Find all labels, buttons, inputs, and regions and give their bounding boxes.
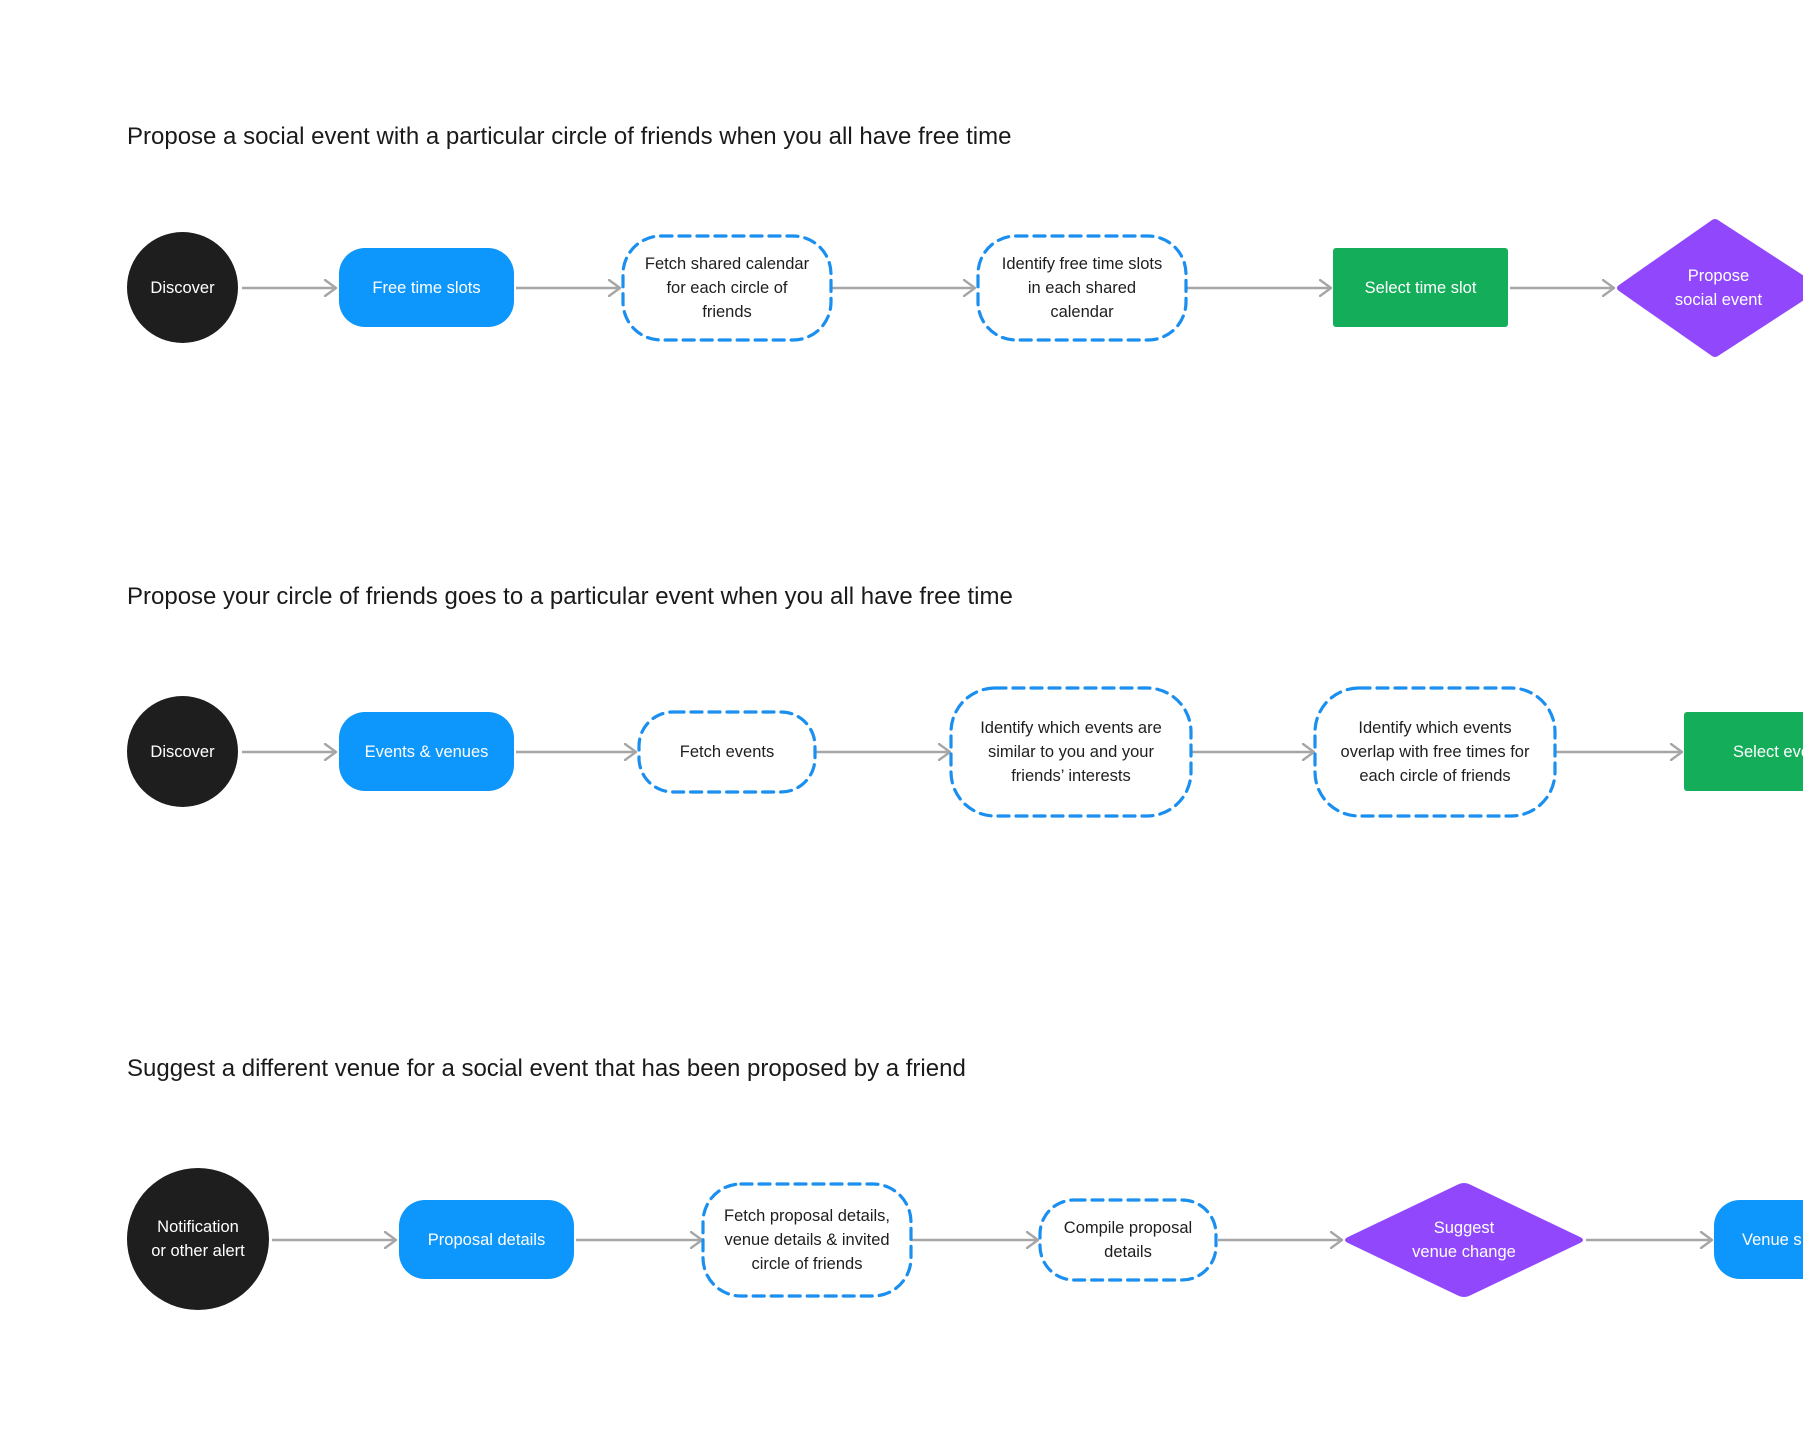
- node-label: Select eve: [1732, 742, 1803, 761]
- process-outline: [976, 234, 1188, 342]
- node-label: Proposal details: [427, 1230, 546, 1249]
- node-label: Venue s: [1742, 1230, 1802, 1249]
- process-node-identify-free-slots: Identify free time slots in each shared …: [978, 236, 1186, 340]
- node-label: Fetch proposal details, venue details & …: [723, 1207, 890, 1273]
- node-label: Compile proposal details: [1063, 1219, 1193, 1261]
- flow-1-title: Propose a social event with a particular…: [127, 123, 1012, 150]
- start-node-notification: Notification or other alert: [127, 1168, 269, 1310]
- node-label: Suggest venue change: [1412, 1219, 1516, 1261]
- process-outline: [637, 710, 817, 794]
- node-label: Fetch shared calendar for each circle of…: [644, 255, 810, 321]
- process-node-compile-proposal: Compile proposal details: [1040, 1200, 1216, 1280]
- decision-node-suggest-venue-change: Suggest venue change: [1348, 1200, 1580, 1280]
- node-label: Notification or other alert: [151, 1218, 245, 1260]
- decision-diamond: [1345, 1183, 1583, 1297]
- process-outline: [621, 234, 833, 342]
- data-node-venue-suggestions: Venue s: [1714, 1200, 1803, 1279]
- node-label: Fetch events: [679, 743, 775, 761]
- data-node-proposal-details: Proposal details: [399, 1200, 574, 1279]
- node-label: Select time slot: [1364, 278, 1477, 297]
- flow-3-title: Suggest a different venue for a social e…: [127, 1055, 966, 1082]
- decision-node-propose-social-event: Propose social event: [1619, 248, 1803, 328]
- node-label: Events & venues: [364, 742, 489, 761]
- decision-diamond: [1617, 219, 1803, 357]
- process-node-identify-overlap: Identify which events overlap with free …: [1315, 688, 1555, 816]
- flow-2-title: Propose your circle of friends goes to a…: [127, 583, 1013, 610]
- process-outline: [701, 1182, 913, 1298]
- process-node-fetch-shared-calendar: Fetch shared calendar for each circle of…: [623, 236, 831, 340]
- action-node-select-event: Select eve: [1684, 712, 1803, 791]
- decision-shapes: [1345, 219, 1803, 1297]
- process-outlines: [621, 234, 1557, 1298]
- data-node-free-time-slots: Free time slots: [339, 248, 514, 327]
- node-label: Propose social event: [1674, 267, 1763, 309]
- node-label: Discover: [150, 742, 215, 761]
- action-node-select-time-slot: Select time slot: [1333, 248, 1508, 327]
- node-label: Identify free time slots in each shared …: [1001, 255, 1163, 321]
- process-node-fetch-events: Fetch events: [639, 712, 815, 792]
- node-label: Identify which events are similar to you…: [980, 719, 1162, 785]
- data-node-events-venues: Events & venues: [339, 712, 514, 791]
- process-outline: [949, 686, 1193, 818]
- process-outline: [1313, 686, 1557, 818]
- process-node-identify-similar-events: Identify which events are similar to you…: [951, 688, 1191, 816]
- node-label: Discover: [150, 278, 215, 297]
- node-label: Identify which events overlap with free …: [1340, 719, 1530, 785]
- node-label: Free time slots: [372, 278, 481, 297]
- process-outline: [1038, 1198, 1218, 1282]
- start-node-discover: Discover: [127, 232, 238, 343]
- start-node-discover: Discover: [127, 696, 238, 807]
- process-node-fetch-proposal-details: Fetch proposal details, venue details & …: [703, 1184, 911, 1296]
